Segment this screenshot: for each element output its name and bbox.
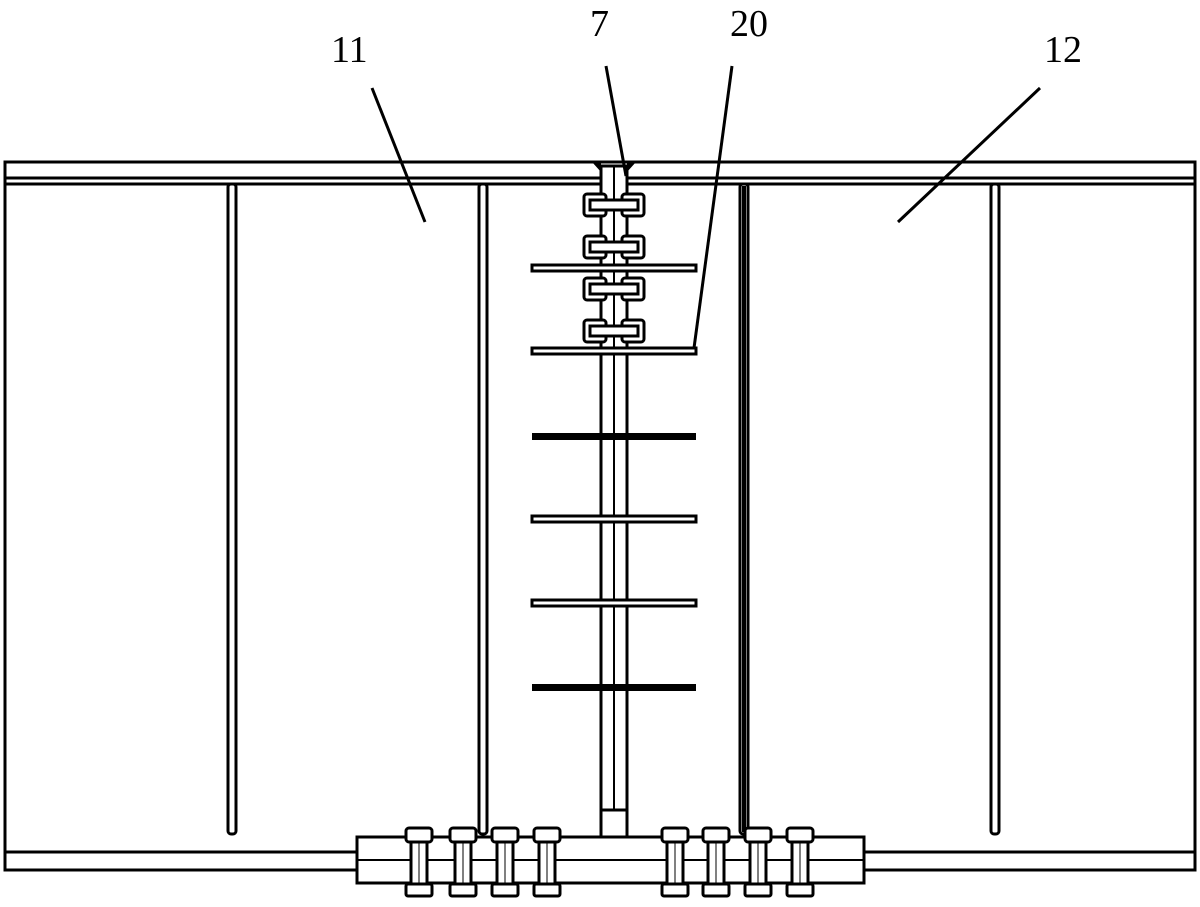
- leader-line-20: [692, 65, 734, 349]
- leader-line-11: [370, 87, 427, 223]
- bolt: [532, 826, 562, 898]
- bolt-pair: [582, 234, 646, 260]
- rib: [530, 598, 698, 608]
- rib: [530, 346, 698, 356]
- label-12: 12: [1044, 29, 1082, 71]
- horizontal-ribs: [530, 263, 698, 691]
- bolt: [701, 826, 731, 898]
- stiffener-4: [989, 182, 1001, 836]
- bolt-pair: [582, 276, 646, 302]
- bolt: [448, 826, 478, 898]
- bolt: [660, 826, 690, 898]
- stiffener-1: [226, 182, 238, 836]
- bolt: [785, 826, 815, 898]
- bottom-bolts: [404, 826, 815, 898]
- bolt: [743, 826, 773, 898]
- bolt-pair: [582, 318, 646, 344]
- label-7: 7: [590, 3, 609, 45]
- rib: [532, 433, 696, 440]
- label-20: 20: [730, 3, 768, 45]
- stiffener-3: [738, 182, 750, 836]
- bolt-pair: [582, 192, 646, 218]
- bottom-splice-plate: [355, 835, 866, 885]
- bolt: [404, 826, 434, 898]
- top-bolt-group: [582, 192, 646, 344]
- leader-line-12: [896, 86, 1042, 224]
- rib: [530, 263, 698, 273]
- bolt: [490, 826, 520, 898]
- rib: [530, 514, 698, 524]
- rib: [532, 684, 696, 691]
- label-11: 11: [331, 29, 368, 71]
- stiffener-2: [477, 182, 489, 836]
- leader-line-7: [604, 65, 628, 177]
